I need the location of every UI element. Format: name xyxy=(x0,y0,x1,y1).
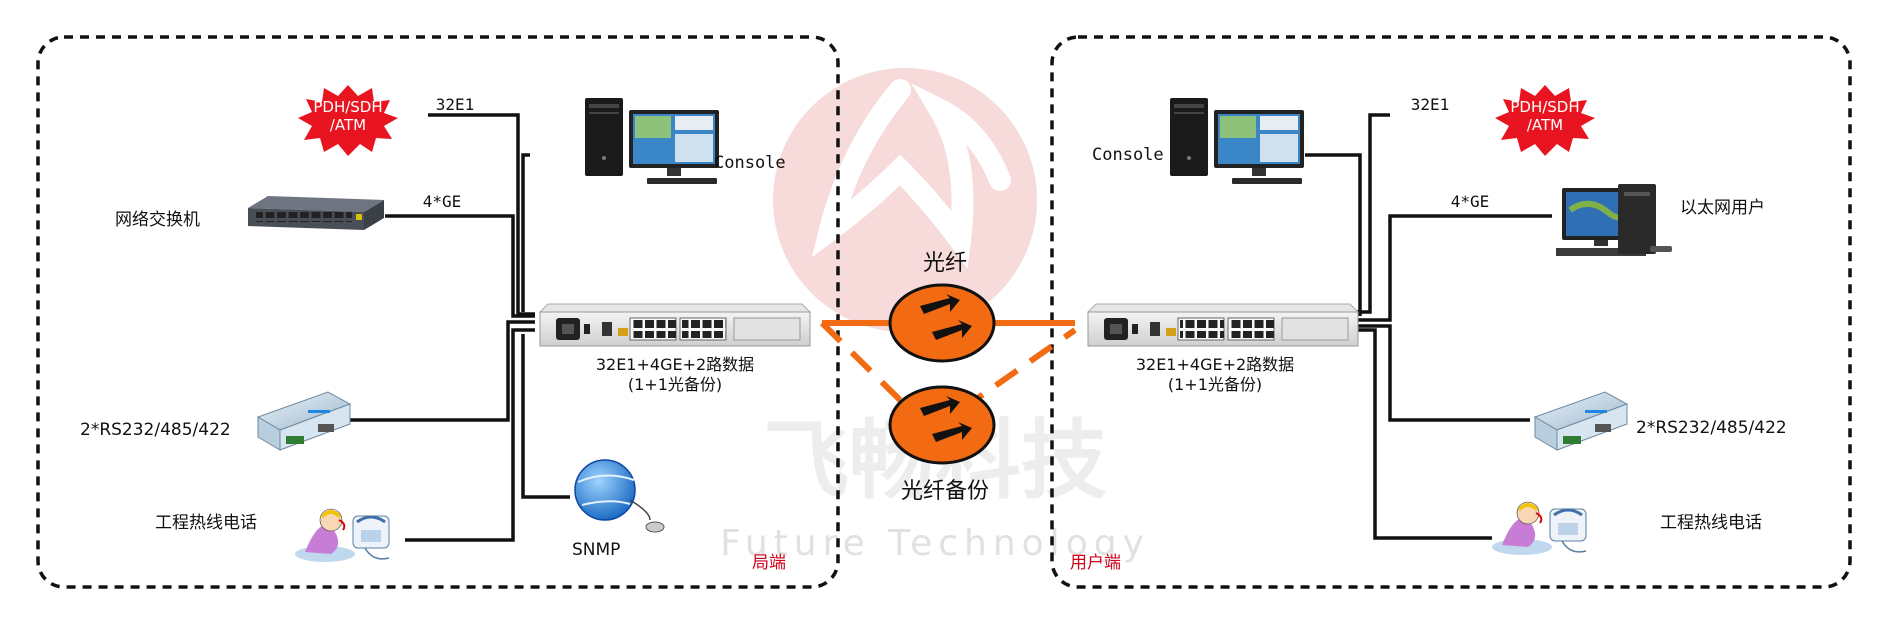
left-burst-line2: /ATM xyxy=(330,116,366,134)
right-console-pc-icon xyxy=(1170,98,1304,184)
right-pdh-sdh-atm-burst-icon xyxy=(1495,85,1595,156)
left-serial-converter-icon xyxy=(257,391,351,451)
left-wiring xyxy=(348,113,570,542)
left-device-ports-b xyxy=(682,318,726,338)
left-burst: PDH/SDH /ATM xyxy=(298,85,398,156)
left-device-line1: 32E1+4GE+2路数据 xyxy=(596,355,754,374)
left-switch-label: 网络交换机 xyxy=(115,210,200,230)
remote-site-label: 用户端 xyxy=(1070,553,1121,573)
watermark-en-text: Future Technology xyxy=(720,523,1150,564)
right-device-ports-b xyxy=(1230,318,1274,338)
right-device-ports-a xyxy=(1180,318,1224,338)
right-device-line2: (1+1光备份) xyxy=(1168,375,1262,394)
left-burst-line1: PDH/SDH xyxy=(313,98,382,116)
left-4ge-label: 4*GE xyxy=(423,192,462,211)
watermark: 飞畅科技 Future Technology xyxy=(720,68,1150,564)
left-device-line2: (1+1光备份) xyxy=(628,375,722,394)
right-serial-label: 2*RS232/485/422 xyxy=(1636,418,1787,438)
right-burst-line2: /ATM xyxy=(1527,116,1563,134)
right-wiring xyxy=(1305,113,1552,540)
main-fiber-label: 光纤 xyxy=(923,251,967,276)
snmp-label: SNMP xyxy=(572,540,620,560)
right-hotline-phone-icon xyxy=(1490,500,1588,557)
local-site-boundary xyxy=(36,35,840,589)
left-device-ports-a xyxy=(632,318,676,338)
backup-fiber-label: 光纤备份 xyxy=(901,479,989,504)
left-console-label: Console xyxy=(714,153,786,173)
left-32e1-label: 32E1 xyxy=(436,95,475,114)
right-device-line1: 32E1+4GE+2路数据 xyxy=(1136,355,1294,374)
remote-site-boundary xyxy=(1050,35,1852,589)
right-burst-line1: PDH/SDH xyxy=(1510,98,1579,116)
local-site-label: 局端 xyxy=(752,553,786,573)
left-console-pc-icon xyxy=(585,98,719,184)
right-4ge-label: 4*GE xyxy=(1451,192,1490,211)
left-serial-label: 2*RS232/485/422 xyxy=(80,420,231,440)
right-console-label: Console xyxy=(1092,145,1164,165)
left-hotline-phone-icon xyxy=(293,507,391,564)
snmp-globe-icon xyxy=(574,459,665,533)
watermark-logo-circle xyxy=(773,68,1037,332)
ethernet-user-pc-icon xyxy=(1556,184,1672,256)
network-switch-icon xyxy=(248,196,384,230)
pdh-sdh-atm-burst-icon xyxy=(298,85,398,156)
left-phone-label: 工程热线电话 xyxy=(155,513,257,533)
ethernet-user-label: 以太网用户 xyxy=(1680,198,1765,218)
right-32e1-label: 32E1 xyxy=(1411,95,1450,114)
backup-fiber-symbol xyxy=(888,385,996,465)
right-serial-converter-icon xyxy=(1534,391,1628,451)
main-fiber-symbol xyxy=(888,283,996,363)
watermark-logo-stroke xyxy=(811,79,1011,269)
right-burst: PDH/SDH /ATM xyxy=(1495,85,1595,156)
right-phone-label: 工程热线电话 xyxy=(1660,513,1762,533)
